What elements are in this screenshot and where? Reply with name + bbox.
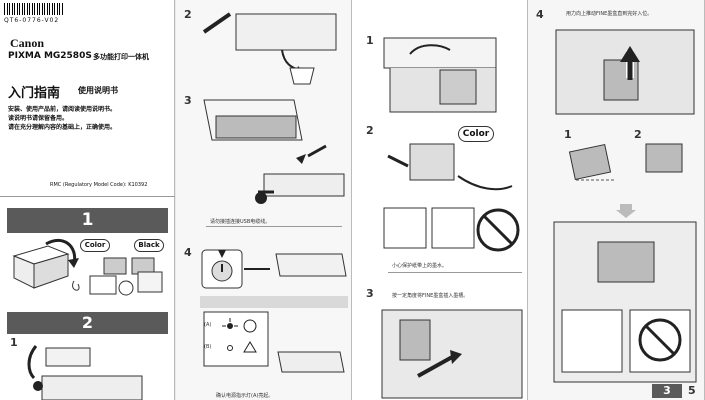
power-lamp-illustration <box>203 311 345 373</box>
open-cover-illustration <box>383 37 497 113</box>
step-1-header: 1 <box>7 208 168 233</box>
unbox-illustration <box>12 238 163 296</box>
push-ink-illustration <box>555 29 695 115</box>
ink-install-panel: 4 用力向上推动FINE墨盒直到完好入位。 1 2 3 5 <box>528 0 705 400</box>
next-step-badge: 3 <box>652 384 682 398</box>
step-3-sub-2: 2 <box>366 124 374 137</box>
brand-logo: Canon <box>10 36 45 50</box>
part-number: QT6-0776-V02 <box>4 17 60 24</box>
barcode <box>4 3 64 15</box>
protect-ink-illustration <box>383 207 520 252</box>
safety-line: 读说明书请保留备用。 <box>8 115 69 122</box>
next-step-number: 5 <box>688 384 696 397</box>
guide-title: 入门指南 <box>8 86 61 101</box>
panel-4-c1: 1 <box>564 128 572 141</box>
color-ink-label: Color <box>458 126 494 142</box>
lamp-label-b: (B) <box>204 344 212 350</box>
model-name-cn: 多功能打印一体机 <box>93 53 149 61</box>
push-ink-caption: 用力向上推动FINE墨盒直到完好入位。 <box>566 11 653 17</box>
safety-line: 请在充分理解内容的基础上，正确使用。 <box>8 124 117 131</box>
regulatory-code: RMC (Regulatory Model Code): K10392 <box>50 182 148 188</box>
step-2-sub-1: 1 <box>10 336 18 349</box>
panel-4-sub-4: 4 <box>536 8 544 21</box>
remove-tape-illustration <box>202 12 337 85</box>
usb-caption: 请勿接插连接USB电缆线。 <box>210 219 271 225</box>
panel-2-sub-2: 2 <box>184 8 192 21</box>
connect-power-illustration <box>203 99 345 204</box>
insert-ink-illustration <box>381 309 523 399</box>
divider <box>206 226 342 227</box>
protect-ink-caption: 小心保护纸带上的墨水。 <box>392 263 448 269</box>
open-printer-illustration <box>27 345 143 400</box>
power-on-illustration <box>201 249 347 289</box>
step-3-sub-1: 1 <box>366 34 374 47</box>
insert-ink-caption: 按一定角度将FINE墨盒插入墨槽。 <box>392 293 469 299</box>
step-3-sub-3: 3 <box>366 287 374 300</box>
guide-subtitle: 使用说明书 <box>78 86 118 95</box>
black-ink-label: Black <box>134 239 164 252</box>
down-arrow-icon <box>616 204 636 218</box>
ink-installed-illustration <box>553 221 697 383</box>
divider <box>388 272 522 273</box>
panel-4-c2: 2 <box>634 128 642 141</box>
panel-2-sub-3: 3 <box>184 94 192 107</box>
lamp-label-a: (A) <box>204 322 212 328</box>
divider <box>0 196 175 197</box>
safety-notes: 安装、使用产品前，请阅读使用说明书。 读说明书请保留备用。 请在充分理解内容的基… <box>8 105 168 132</box>
step-2-header: 2 <box>7 312 168 334</box>
ink-panel: 3 1 2 Color 小心保护纸带上的墨水。 3 按一定角度将FINE墨盒插入… <box>352 0 528 400</box>
model-name: PIXMA MG2580S <box>8 51 92 61</box>
safety-line: 安装、使用产品前，请阅读使用说明书。 <box>8 106 117 113</box>
color-ink-label: Color <box>80 239 110 252</box>
panel-2-sub-4: 4 <box>184 246 192 259</box>
setup-panel: 2 3 请勿接插连接USB电缆线。 4 (A) (B) 确认电源指 <box>176 0 352 400</box>
note-strip <box>200 296 348 308</box>
ink-angle-illustration <box>568 143 683 181</box>
power-lamp-caption: 确认电源指示灯(A)亮起。 <box>216 393 274 399</box>
unpack-ink-illustration <box>387 143 513 191</box>
cover-panel: QT6-0776-V02 Canon PIXMA MG2580S 多功能打印一体… <box>0 0 175 400</box>
